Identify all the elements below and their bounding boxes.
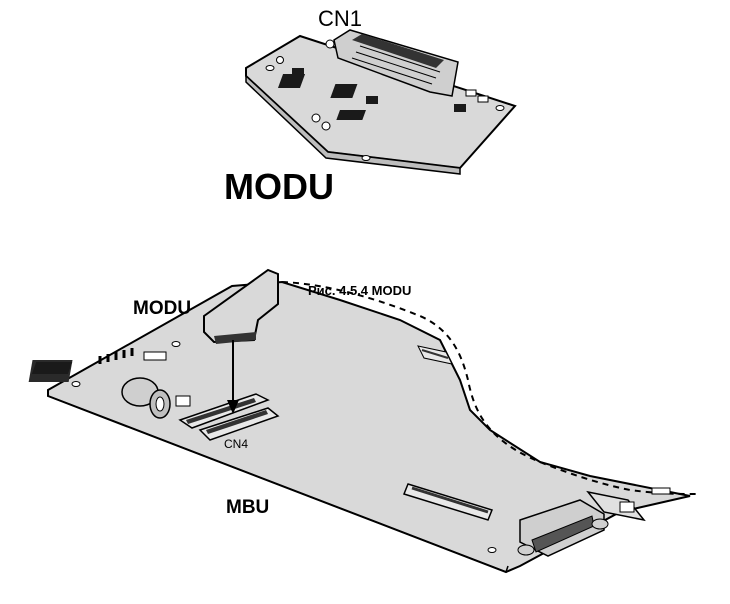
figure-caption: Рис. 4.5.4 MODU	[308, 283, 412, 298]
usb-port	[586, 487, 671, 522]
insertion-arrow	[227, 340, 239, 414]
cn4-label: CN4	[224, 437, 249, 451]
modu-title: MODU	[224, 166, 334, 207]
edge-connector	[403, 483, 493, 521]
modu-chips	[276, 39, 489, 131]
modu-label: MODU	[133, 298, 192, 319]
modu-card-inserting	[203, 268, 279, 344]
mbu-board	[28, 280, 699, 574]
modu-card	[245, 29, 517, 175]
battery	[121, 377, 171, 419]
mbu-label: MBU	[226, 497, 270, 518]
serial-port	[517, 499, 609, 557]
cn1-connector	[333, 29, 459, 97]
cn1-label: CN1	[318, 6, 363, 31]
